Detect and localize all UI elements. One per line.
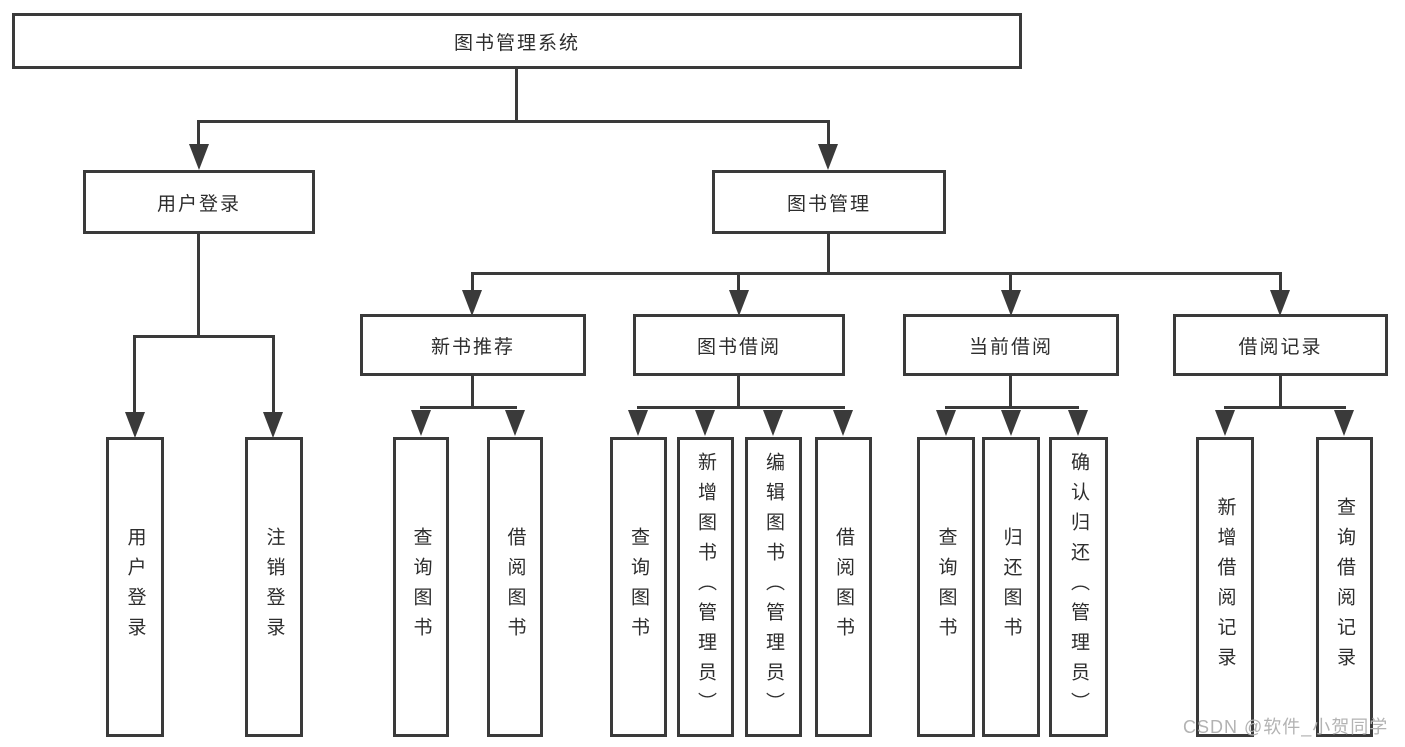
leaf-query-borrow-record: 查询借阅记录 — [1316, 437, 1373, 737]
connector-arrow-down — [1001, 410, 1021, 436]
connector-hline — [420, 406, 517, 409]
node-label: 查询借阅记录 — [1334, 497, 1355, 677]
connector-vline — [471, 272, 474, 294]
node-label: 当前借阅 — [968, 336, 1053, 358]
leaf-add-books-admin: 新增图书（管理员） — [677, 437, 734, 737]
leaf-recommend-query-books: 查询图书 — [393, 437, 449, 737]
node-user-login: 用户登录 — [83, 170, 315, 234]
leaf-add-borrow-record: 新增借阅记录 — [1196, 437, 1254, 737]
leaf-logout: 注销登录 — [245, 437, 303, 737]
connector-arrow-down — [628, 410, 648, 436]
node-new-book-recommend: 新书推荐 — [360, 314, 586, 376]
leaf-recommend-borrow-books: 借阅图书 — [487, 437, 543, 737]
connector-vline — [1279, 375, 1282, 408]
node-label: 新书推荐 — [430, 336, 515, 358]
node-label: 确认归还（管理员） — [1068, 452, 1089, 722]
connector-hline — [198, 120, 830, 123]
node-book-borrowing: 图书借阅 — [633, 314, 845, 376]
watermark: CSDN @软件_小贺同学 — [1183, 717, 1389, 737]
node-label: 编辑图书（管理员） — [763, 452, 784, 722]
connector-vline — [827, 120, 830, 148]
connector-arrow-down — [1068, 410, 1088, 436]
leaf-borrowing-borrow-books: 借阅图书 — [815, 437, 872, 737]
connector-vline — [1009, 272, 1012, 294]
connector-arrow-down — [411, 410, 431, 436]
node-current-borrowing: 当前借阅 — [903, 314, 1119, 376]
leaf-confirm-return-admin: 确认归还（管理员） — [1049, 437, 1108, 737]
connector-vline — [197, 233, 200, 337]
node-label: 借阅图书 — [504, 527, 526, 647]
connector-vline — [133, 335, 136, 413]
leaf-borrowing-query-books: 查询图书 — [610, 437, 667, 737]
connector-hline — [134, 335, 275, 338]
node-label: 查询图书 — [628, 527, 649, 647]
connector-arrow-down — [1334, 410, 1354, 436]
connector-vline — [737, 375, 740, 408]
leaf-return-books: 归还图书 — [982, 437, 1040, 737]
node-book-management: 图书管理 — [712, 170, 946, 234]
node-label: 图书借阅 — [696, 336, 781, 358]
node-borrowing-records: 借阅记录 — [1173, 314, 1388, 376]
connector-vline — [827, 233, 830, 274]
connector-vline — [515, 68, 518, 123]
connector-arrow-down — [695, 410, 715, 436]
node-label: 借阅记录 — [1238, 336, 1323, 358]
connector-arrow-down — [818, 144, 838, 170]
connector-arrow-down — [1001, 290, 1021, 316]
connector-arrow-down — [263, 412, 283, 438]
node-label: 新增借阅记录 — [1214, 497, 1236, 677]
connector-vline — [1279, 272, 1282, 294]
connector-arrow-down — [1270, 290, 1290, 316]
node-label: 图书管理 — [786, 193, 871, 215]
node-label: 归还图书 — [1000, 527, 1022, 647]
node-label: 注销登录 — [263, 527, 285, 647]
node-label: 用户登录 — [156, 193, 241, 215]
connector-vline — [737, 272, 740, 294]
connector-arrow-down — [462, 290, 482, 316]
node-label: 借阅图书 — [833, 527, 854, 647]
connector-vline — [1009, 375, 1012, 408]
connector-arrow-down — [936, 410, 956, 436]
node-label: 查询图书 — [935, 527, 957, 647]
node-label: 图书管理系统 — [453, 32, 580, 54]
connector-arrow-down — [189, 144, 209, 170]
node-label: 查询图书 — [410, 527, 432, 647]
leaf-edit-books-admin: 编辑图书（管理员） — [745, 437, 802, 737]
leaf-current-query-books: 查询图书 — [917, 437, 975, 737]
connector-arrow-down — [763, 410, 783, 436]
connector-arrow-down — [729, 290, 749, 316]
connector-hline — [637, 406, 845, 409]
connector-hline — [1224, 406, 1346, 409]
connector-hline — [471, 272, 1281, 275]
connector-arrow-down — [505, 410, 525, 436]
connector-arrow-down — [125, 412, 145, 438]
node-label: 新增图书（管理员） — [695, 452, 716, 722]
connector-vline — [197, 120, 200, 148]
connector-arrow-down — [1215, 410, 1235, 436]
connector-arrow-down — [833, 410, 853, 436]
node-library-system: 图书管理系统 — [12, 13, 1022, 69]
connector-hline — [945, 406, 1079, 409]
node-label: 用户登录 — [124, 527, 146, 647]
leaf-user-login: 用户登录 — [106, 437, 164, 737]
connector-vline — [272, 335, 275, 413]
connector-vline — [471, 375, 474, 408]
